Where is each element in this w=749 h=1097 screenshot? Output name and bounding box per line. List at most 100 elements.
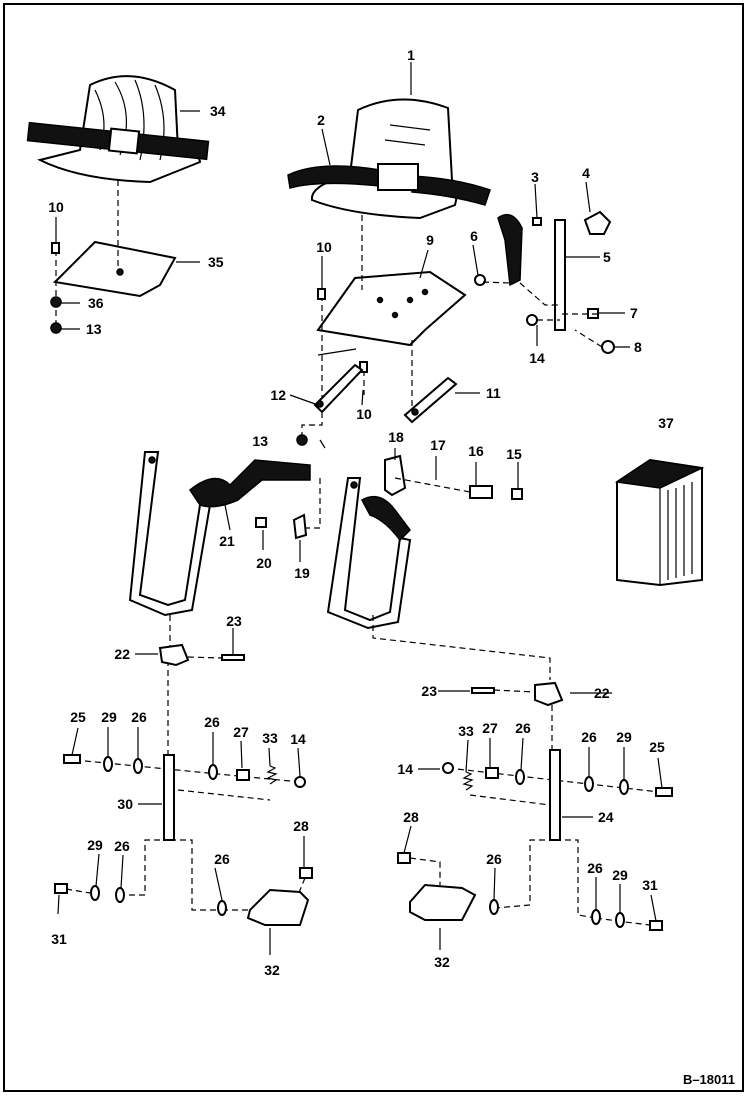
callout-31a: 31 xyxy=(51,931,67,947)
callout-19: 19 xyxy=(294,565,310,581)
arm-30 xyxy=(163,754,175,841)
callout-26g: 26 xyxy=(587,860,603,876)
callout-14a: 14 xyxy=(529,350,545,366)
callout-29a: 29 xyxy=(101,709,117,725)
callout-13a: 13 xyxy=(86,321,102,337)
callout-20: 20 xyxy=(256,555,272,571)
nut-15 xyxy=(511,488,523,500)
slide-rail-11-drawing xyxy=(403,376,458,424)
callout-29b: 29 xyxy=(87,837,103,853)
nut-13-center xyxy=(296,434,308,446)
restraint-bar-right-drawing xyxy=(326,477,412,630)
seat-34-drawing xyxy=(26,75,210,184)
callout-33a: 33 xyxy=(262,730,278,746)
bolt-28-right xyxy=(397,852,411,864)
screw-31-left xyxy=(54,883,68,894)
callout-14c: 14 xyxy=(397,761,413,777)
washer-6 xyxy=(474,274,486,286)
callout-21: 21 xyxy=(219,533,235,549)
callout-32a: 32 xyxy=(264,962,280,978)
callout-32b: 32 xyxy=(434,954,450,970)
figure-reference: B–18011 xyxy=(683,1072,735,1087)
bolt-25-left xyxy=(63,754,81,764)
callout-30: 30 xyxy=(117,796,133,812)
callout-6: 6 xyxy=(470,228,478,244)
callout-26c: 26 xyxy=(214,851,230,867)
callout-29c: 29 xyxy=(616,729,632,745)
callout-31b: 31 xyxy=(642,877,658,893)
callout-7: 7 xyxy=(630,305,638,321)
callout-26b: 26 xyxy=(114,838,130,854)
callout-25a: 25 xyxy=(70,709,86,725)
callout-29d: 29 xyxy=(612,867,628,883)
callout-26a: 26 xyxy=(131,709,147,725)
callout-25b: 25 xyxy=(649,739,665,755)
pin-16 xyxy=(469,485,493,499)
restraint-bar-left-drawing xyxy=(128,451,311,617)
screw-31-right xyxy=(649,920,663,931)
callout-10b: 10 xyxy=(316,239,332,255)
callout-26e: 26 xyxy=(581,729,597,745)
callout-34: 34 xyxy=(210,103,226,119)
callout-11: 11 xyxy=(486,385,501,401)
callout-15: 15 xyxy=(506,446,522,462)
pivot-22-right xyxy=(534,681,564,707)
callout-22b: 22 xyxy=(594,685,610,701)
callout-26h: 26 xyxy=(204,714,220,730)
seat-plate-35-drawing xyxy=(52,240,177,298)
callout-8: 8 xyxy=(634,339,642,355)
bracket-19 xyxy=(292,513,308,540)
callout-1: 1 xyxy=(407,47,415,63)
callout-16: 16 xyxy=(468,443,484,459)
arm-24 xyxy=(549,749,561,841)
pivot-22-left xyxy=(158,643,190,667)
bolt-10-center xyxy=(317,288,326,300)
callout-10a: 10 xyxy=(48,199,64,215)
callout-27a: 27 xyxy=(233,724,249,740)
bolt-25-right xyxy=(655,787,673,797)
seat-belt-2-drawing xyxy=(287,163,491,206)
callout-14b: 14 xyxy=(290,731,306,747)
screw-3 xyxy=(532,217,542,226)
callout-3: 3 xyxy=(531,169,539,185)
nut-13-left xyxy=(50,322,62,334)
slide-rail-12-drawing xyxy=(313,363,364,414)
callout-28a: 28 xyxy=(293,818,309,834)
bolt-10-left xyxy=(51,242,60,254)
bolt-10-lower xyxy=(359,361,368,373)
callout-26d: 26 xyxy=(515,720,531,736)
callout-33b: 33 xyxy=(458,723,474,739)
pin-23-left xyxy=(221,654,245,661)
callout-12: 12 xyxy=(270,387,286,403)
callout-13b: 13 xyxy=(252,433,268,449)
seat-1-drawing xyxy=(310,98,458,220)
module-37-drawing xyxy=(614,458,705,587)
callout-35: 35 xyxy=(208,254,224,270)
nut-8 xyxy=(601,340,615,354)
callout-37: 37 xyxy=(658,415,674,431)
callout-22a: 22 xyxy=(114,646,130,662)
bolt-28-left xyxy=(299,867,313,879)
belt-anchor-drawing xyxy=(497,210,612,331)
callout-23b: 23 xyxy=(421,683,437,699)
bracket-18 xyxy=(384,454,407,497)
seat-plate-9-drawing xyxy=(316,270,467,347)
callout-36: 36 xyxy=(88,295,104,311)
callout-9: 9 xyxy=(426,232,434,248)
screw-20 xyxy=(255,517,267,528)
callout-18: 18 xyxy=(388,429,404,445)
washer-14-upper xyxy=(526,314,538,326)
callout-5: 5 xyxy=(603,249,611,265)
callout-17: 17 xyxy=(430,437,446,453)
callout-23a: 23 xyxy=(226,613,242,629)
callout-24: 24 xyxy=(598,809,614,825)
callout-27b: 27 xyxy=(482,720,498,736)
pedal-32-left xyxy=(246,888,310,926)
callout-26f: 26 xyxy=(486,851,502,867)
callout-4: 4 xyxy=(582,165,590,181)
washer-36 xyxy=(50,296,62,308)
pin-23-right xyxy=(471,687,495,694)
callout-28b: 28 xyxy=(403,809,419,825)
callout-2: 2 xyxy=(317,112,325,128)
